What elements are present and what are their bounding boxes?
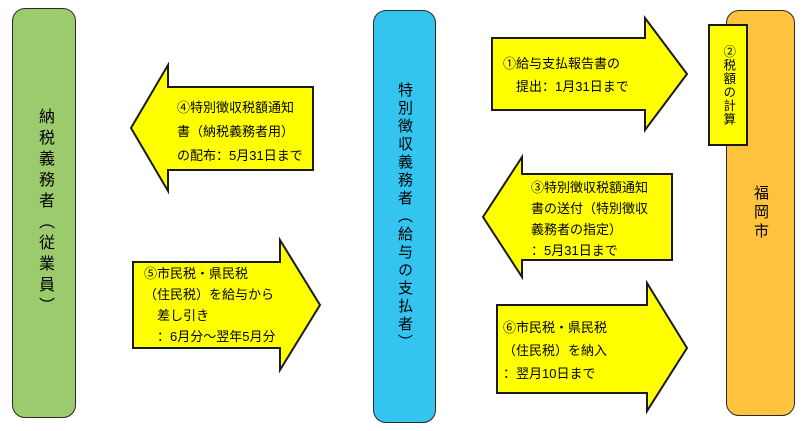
step6-arrow-right-shape [496, 279, 689, 415]
payer-label: 特別徴収義務者（給与の支払者） [396, 81, 413, 352]
step2-tax-calculation-box: ②税額の計算 [708, 24, 748, 146]
step4-caption: ④特別徴収税額通知 書（納税義務者用） の配布：5月31日まで [177, 100, 303, 163]
step4-arrow-left-shape [129, 61, 314, 195]
step6-caption: ⑥市民税・県民税 （住民税）を納入 ：翌月10日まで [503, 320, 608, 381]
step3-caption: ③特別徴収税額通知 書の送付（特別徴収 義務者の指定） ：5月31日まで [531, 180, 649, 258]
taxpayer-box: 納税義務者（従業員） [12, 8, 76, 418]
step5-caption: ⑤市民税・県民税 （住民税）を給与から 差し引き ：6月分～翌年5月分 [144, 266, 276, 344]
step2-label: ②税額の計算 [721, 44, 736, 126]
taxpayer-label: 納税義務者（従業員） [36, 108, 53, 318]
step5-arrow-right-shape [132, 236, 322, 374]
step3-arrow-left-shape [481, 153, 673, 281]
city-label: 福岡市 [752, 184, 769, 242]
step1-caption: ①給与支払報告書の 提出：1月31日まで [503, 56, 629, 94]
payer-box: 特別徴収義務者（給与の支払者） [373, 10, 436, 423]
step1-arrow-right-shape [491, 15, 689, 133]
